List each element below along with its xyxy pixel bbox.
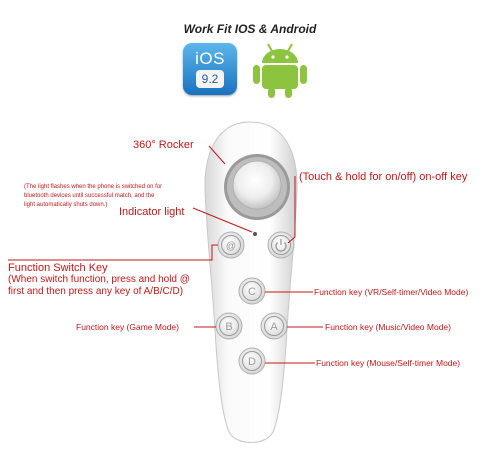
function-switch-desc-line2: first and then press any key of A/B/C/D) [8, 286, 184, 297]
key-c-desc: Function key (VR/Self-timer/Video Mode) [314, 287, 469, 297]
joystick-rocker[interactable] [224, 154, 290, 220]
function-switch-desc-line1: (When switch function, press and hold @ [8, 274, 190, 285]
indicator-note-line3: light automatically shuts down.) [24, 202, 108, 208]
indicator-note-line2: bluetooth devices until successful match… [24, 193, 155, 199]
key-d-button[interactable]: D [238, 347, 266, 375]
function-switch-label: @ [226, 241, 236, 252]
callout-lines [8, 145, 323, 364]
callout-fswitch [8, 244, 218, 261]
indicator-light [253, 232, 257, 236]
key-b-button[interactable]: B [215, 312, 243, 340]
key-b-desc: Function key (Game Mode) [76, 322, 179, 332]
key-d-label: D [248, 356, 256, 368]
callout-indicator [192, 207, 253, 233]
key-a-button[interactable]: A [260, 312, 288, 340]
callout-power [287, 176, 296, 244]
indicator-note: (The light flashes when the phone is swi… [24, 183, 162, 210]
ios-logo-icon: iOS 9.2 [183, 43, 237, 95]
key-d-desc: Function key (Mouse/Self-timer Mode) [316, 358, 461, 368]
power-key-label: (Touch & hold for on/off) on-off key [299, 171, 468, 183]
key-b-label: B [225, 321, 232, 333]
key-c-button[interactable]: C [238, 277, 266, 305]
callout-rocker [208, 145, 226, 165]
ios-logo-text: iOS [195, 49, 225, 68]
power-icon [275, 242, 287, 252]
rocker-label: 360° Rocker [133, 139, 194, 151]
header-title: Work Fit IOS & Android [183, 22, 317, 36]
ios-version-text: 9.2 [196, 70, 224, 88]
key-c-label: C [248, 286, 256, 298]
android-logo-icon [253, 43, 307, 98]
key-a-label: A [270, 321, 278, 333]
function-switch-callout: Function Switch Key (When switch functio… [8, 262, 190, 298]
power-button[interactable] [267, 231, 295, 259]
indicator-note-line1: (The light flashes when the phone is swi… [24, 184, 163, 190]
key-a-desc: Function key (Music/Video Mode) [325, 322, 451, 332]
function-switch-title: Function Switch Key [8, 262, 108, 274]
function-switch-button[interactable]: @ [217, 231, 245, 259]
indicator-light-label: Indicator light [119, 206, 185, 218]
